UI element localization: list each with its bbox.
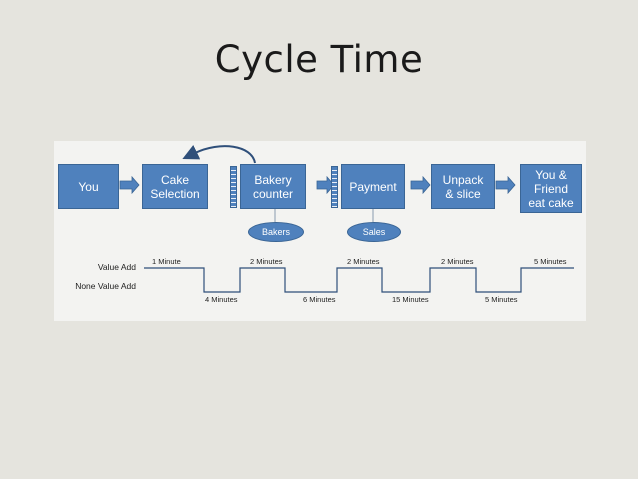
step-unpack-slice: Unpack & slice: [431, 164, 495, 209]
step-payment: Payment: [341, 164, 405, 209]
non-value-add-time: 6 Minutes: [303, 295, 336, 304]
timeline-step-line: [144, 267, 574, 293]
non-value-add-time: 5 Minutes: [485, 295, 518, 304]
value-add-time: 5 Minutes: [534, 257, 567, 266]
value-add-time: 2 Minutes: [347, 257, 380, 266]
value-add-time: 2 Minutes: [441, 257, 474, 266]
value-add-time: 2 Minutes: [250, 257, 283, 266]
flow-arrow: [119, 175, 516, 195]
resource-sales: Sales: [347, 222, 401, 242]
row-label-non-value-add: None Value Add: [75, 281, 136, 291]
queue-before-payment: [331, 166, 338, 208]
step-bakery-counter: Bakery counter: [240, 164, 306, 209]
non-value-add-time: 4 Minutes: [205, 295, 238, 304]
queue-before-bakery: [230, 166, 237, 208]
connector-lines: [119, 144, 574, 293]
return-arrow: [182, 144, 256, 164]
row-label-value-add: Value Add: [97, 262, 136, 272]
non-value-add-time: 15 Minutes: [392, 295, 429, 304]
step-eat-cake: You & Friend eat cake: [520, 164, 582, 213]
process-diagram: You Cake Selection Bakery counter Paymen…: [54, 141, 586, 321]
step-you: You: [58, 164, 119, 209]
slide-title: Cycle Time: [214, 38, 424, 81]
resource-bakers: Bakers: [248, 222, 304, 242]
step-cake-selection: Cake Selection: [142, 164, 208, 209]
value-add-time: 1 Minute: [152, 257, 181, 266]
